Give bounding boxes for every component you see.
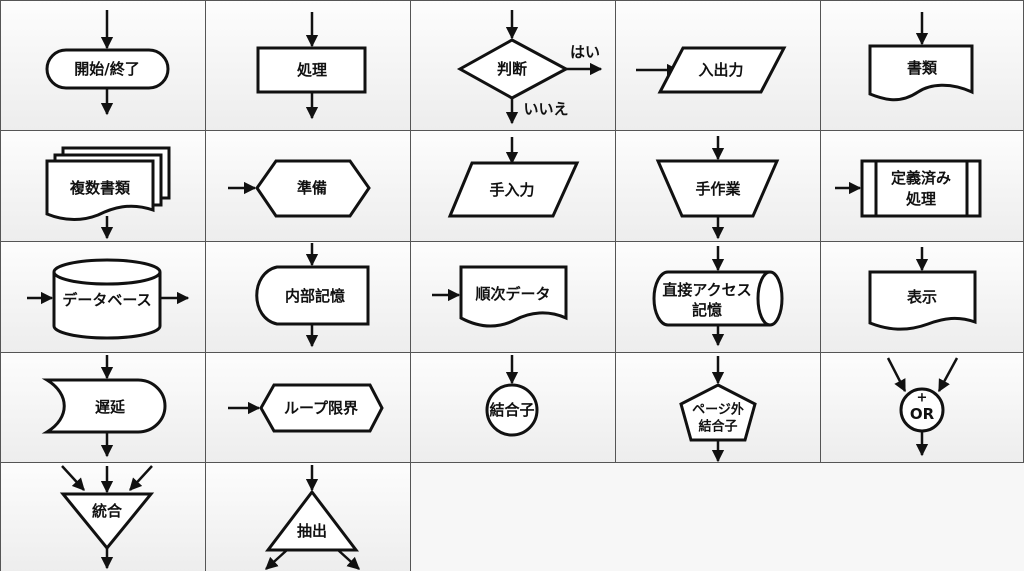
sequential-data-label: 順次データ — [474, 285, 550, 303]
symbol-predefined-process: 定義済み 処理 — [835, 159, 982, 218]
symbol-manual-input: 手入力 — [447, 137, 580, 218]
multi-document-label: 複数書類 — [69, 179, 131, 197]
symbol-offpage-connector: ページ外 結合子 — [679, 356, 757, 463]
symbol-database: データベース — [27, 258, 190, 340]
preparation-label: 準備 — [297, 179, 327, 197]
decision-label: 判断 — [497, 60, 527, 78]
merge-label: 統合 — [92, 502, 123, 520]
direct-access-label-line1: 直接アクセス — [662, 281, 751, 299]
symbol-direct-access-storage: 直接アクセス 記憶 — [652, 246, 784, 347]
database-label: データベース — [62, 291, 151, 309]
symbol-merge: 統合 — [59, 465, 155, 570]
document-label: 書類 — [907, 59, 938, 77]
decision-no-label: いいえ — [523, 100, 568, 118]
symbol-preparation: 準備 — [228, 159, 371, 218]
loop-limit-label: ループ限界 — [284, 399, 358, 417]
process-label: 処理 — [296, 61, 327, 79]
symbol-or: + OR — [886, 357, 959, 457]
manual-operation-label: 手作業 — [695, 180, 741, 198]
symbol-delay: 遅延 — [41, 355, 167, 458]
extract-label: 抽出 — [297, 522, 327, 540]
symbol-display: 表示 — [868, 247, 977, 331]
symbol-manual-operation: 手作業 — [655, 136, 780, 240]
connector-label: 結合子 — [489, 401, 534, 419]
symbol-document: 書類 — [868, 12, 974, 102]
offpage-label-line1: ページ外 — [692, 402, 744, 418]
symbol-io: 入出力 — [636, 46, 787, 94]
internal-storage-label: 内部記憶 — [285, 287, 345, 305]
predefined-label-line1: 定義済み — [891, 169, 951, 187]
offpage-label-line2: 結合子 — [698, 419, 737, 435]
symbol-decision: 判断 はい いいえ — [456, 10, 603, 125]
symbol-process: 処理 — [256, 12, 367, 120]
symbol-extract: 抽出 — [264, 465, 360, 570]
io-label: 入出力 — [698, 61, 743, 79]
symbol-multi-document: 複数書類 — [45, 146, 171, 240]
or-label: OR — [910, 405, 935, 423]
direct-access-label-line2: 記憶 — [692, 301, 722, 319]
symbol-loop-limit: ループ限界 — [228, 383, 384, 433]
or-plus-label: + — [917, 391, 928, 406]
symbol-connector: 結合子 — [485, 355, 539, 437]
delay-label: 遅延 — [95, 398, 126, 416]
terminal-label: 開始/終了 — [74, 60, 139, 78]
predefined-label-line2: 処理 — [905, 190, 936, 208]
symbol-terminal: 開始/終了 — [45, 10, 170, 116]
decision-yes-label: はい — [570, 43, 600, 61]
manual-input-label: 手入力 — [489, 181, 534, 199]
symbol-sequential-data: 順次データ — [432, 265, 568, 328]
symbol-internal-storage: 内部記憶 — [255, 243, 370, 348]
display-label: 表示 — [907, 288, 937, 306]
